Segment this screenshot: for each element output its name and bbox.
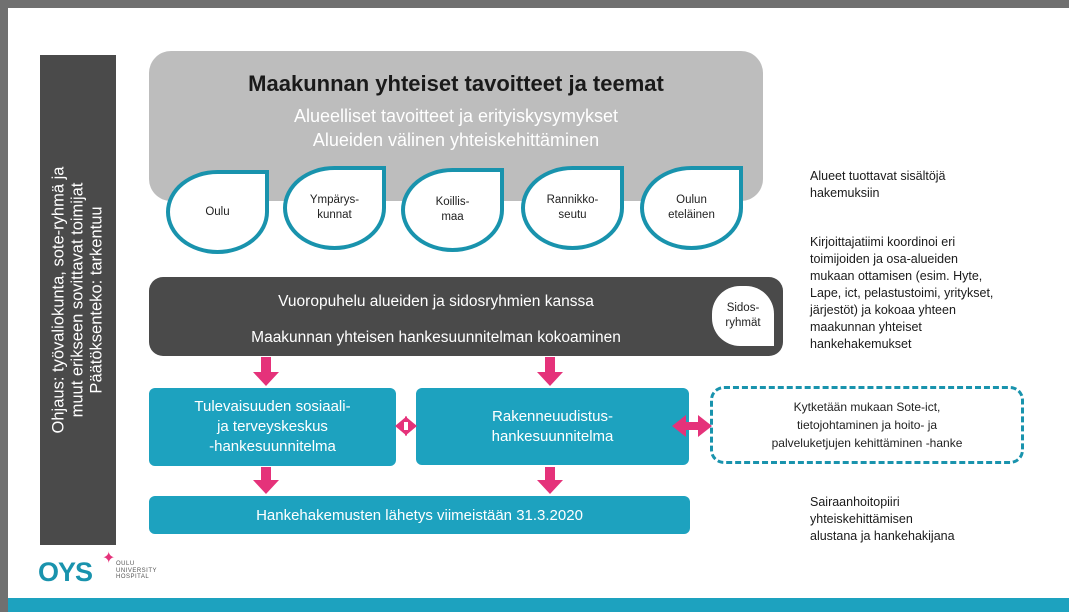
deadline-bar: Hankehakemusten lähetys viimeistään 31.3… <box>149 496 690 534</box>
restructuring-plan-box: Rakenneuudistus- hankesuunnitelma <box>416 388 689 465</box>
arrow-double-left-middle <box>395 416 417 436</box>
region-ymparyskunnat: Ympärys-kunnat <box>283 166 386 250</box>
flow-arrows <box>253 357 712 494</box>
arrow-down-deadline-left <box>253 467 279 494</box>
logo-star-icon: ✦ <box>102 550 116 567</box>
note-hospital-district: Sairaanhoitopiiri yhteiskehittämisen alu… <box>810 495 955 543</box>
regional-goals-subtitle-1: Alueelliset tavoitteet ja erityiskysymyk… <box>293 106 619 126</box>
oys-logo-subtitle: OULU UNIVERSITY HOSPITAL <box>116 561 158 580</box>
region-oulu: Oulu <box>166 170 269 254</box>
arrow-double-middle-linked <box>672 415 712 437</box>
dialogue-line-2: Maakunnan yhteisen hankesuunnitelman kok… <box>251 329 621 346</box>
stakeholders-badge: Sidos- ryhmät <box>712 286 774 346</box>
dialogue-line-1: Vuoropuhelu alueiden ja sidosryhmien kan… <box>278 293 594 310</box>
arrow-down-deadline-middle <box>537 467 563 494</box>
slide: Ohjaus: työvaliokunta, sote-ryhmä ja muu… <box>8 8 1069 612</box>
oys-logo: OYS <box>38 557 93 587</box>
region-rannikkoseutu: Rannikko-seutu <box>521 166 624 250</box>
governance-sidebar: Ohjaus: työvaliokunta, sote-ryhmä ja muu… <box>40 55 116 545</box>
regional-goals-title: Maakunnan yhteiset tavoitteet ja teemat <box>248 71 664 96</box>
note-writing-team: Kirjoittajatiimi koordinoi eri toimijoid… <box>810 235 994 351</box>
arrow-down-middle <box>537 357 563 386</box>
arrow-down-left <box>253 357 279 386</box>
linked-project-box: Kytketään mukaan Sote-ict, tietojohtamin… <box>710 386 1024 464</box>
future-center-plan-box: Tulevaisuuden sosiaali- ja terveyskeskus… <box>149 388 396 466</box>
region-koillismaa: Koillis-maa <box>401 168 504 252</box>
dialogue-box: Vuoropuhelu alueiden ja sidosryhmien kan… <box>149 277 783 356</box>
regional-goals-subtitle-2: Alueiden välinen yhteiskehittäminen <box>312 130 600 150</box>
footer-bar <box>8 598 1069 612</box>
note-areas: Alueet tuottavat sisältöjä hakemuksiin <box>810 169 946 200</box>
